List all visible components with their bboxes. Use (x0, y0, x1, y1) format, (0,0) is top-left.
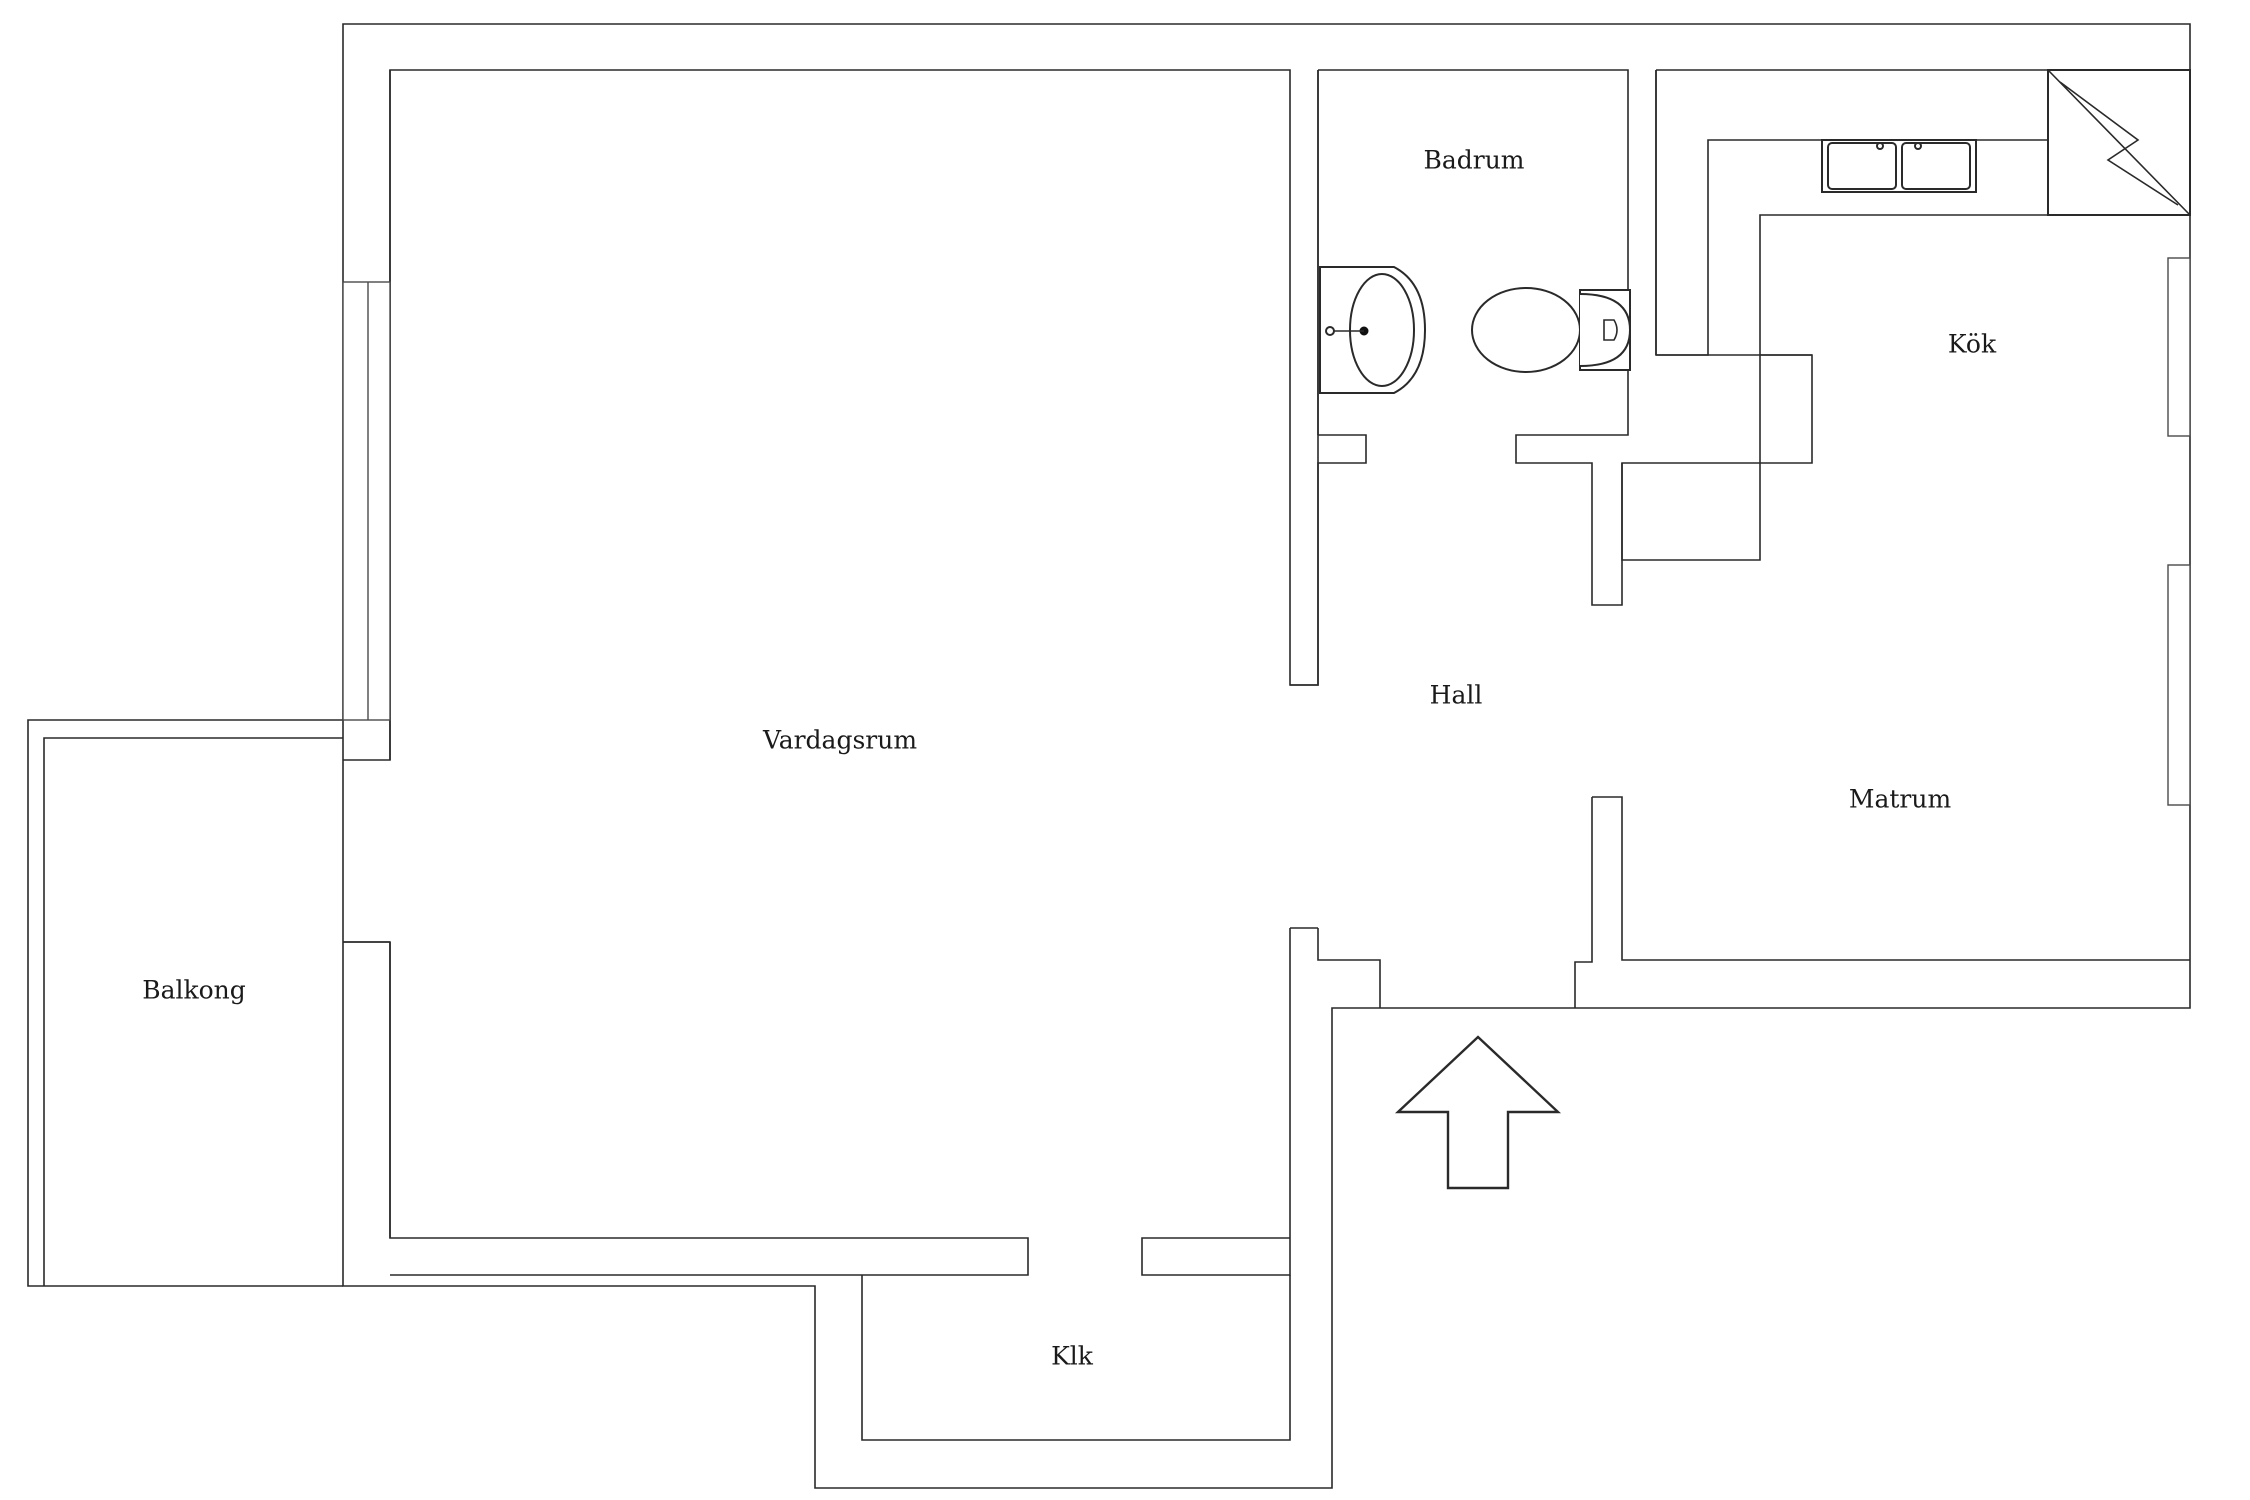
room-label-matrum: Matrum (1849, 785, 1952, 814)
room-label-klk: Klk (1051, 1342, 1094, 1371)
matrum-walls (1290, 796, 2190, 1008)
balcony-rail-inner (43, 737, 343, 1286)
window-matrum-frame (2167, 564, 2191, 806)
room-label-kok: Kök (1948, 330, 1997, 359)
window-kok-frame (2167, 257, 2191, 437)
klk-walls (861, 1275, 1291, 1441)
vardagsrum-right-wall (1141, 928, 1291, 1276)
living-left-lower-wall (343, 941, 391, 1238)
badrum-left-wall (1290, 434, 1367, 686)
room-label-hall: Hall (1430, 681, 1483, 710)
kok-walls (1621, 69, 2190, 561)
room-label-balkong: Balkong (142, 976, 246, 1005)
stove-icon (2047, 69, 2191, 216)
window-living-left (342, 281, 391, 721)
room-label-vardagsrum: Vardagsrum (762, 726, 917, 755)
washbasin-icon (1319, 266, 1427, 394)
kok-cabinet-wall (1656, 70, 2049, 356)
double-sink-icon (1821, 139, 1977, 193)
outer-wall (342, 23, 2191, 1489)
vardagsrum-inner-wall (343, 69, 1319, 1276)
toilet-icon (1471, 287, 1632, 373)
room-label-badrum: Badrum (1423, 146, 1524, 175)
arrow-up-icon (1394, 1035, 1562, 1190)
balcony-outline (27, 719, 343, 1287)
